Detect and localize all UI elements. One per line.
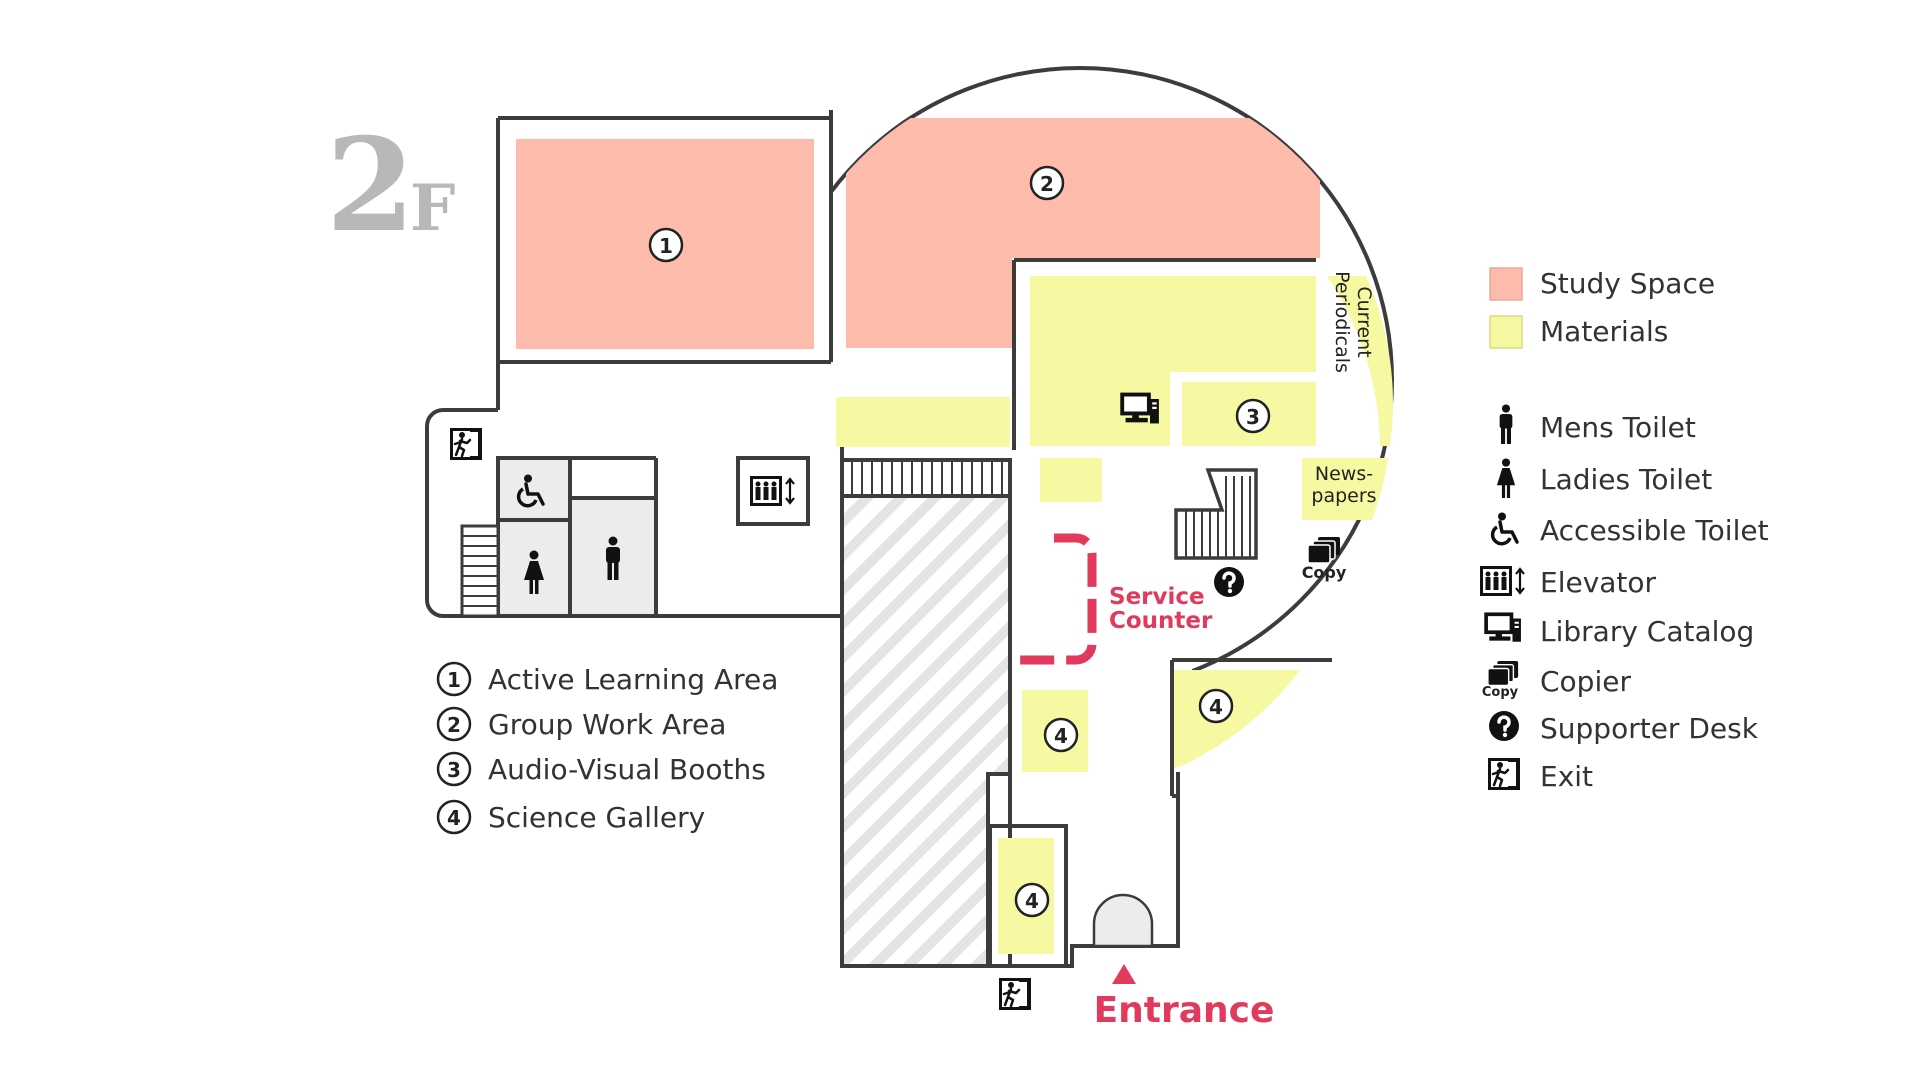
icon-legend-label: Library Catalog (1540, 615, 1754, 648)
study-space-swatch (1489, 267, 1523, 301)
stair-lines-top (851, 460, 1003, 496)
numbered-legend-label: Group Work Area (488, 708, 726, 741)
icon-legend-label: Exit (1540, 760, 1593, 793)
materials-swatch (1489, 315, 1523, 349)
svg-text:2: 2 (447, 713, 461, 737)
color-legend: Study Space Materials (1489, 267, 1715, 349)
icon-legend-label: Supporter Desk (1540, 712, 1759, 745)
science-gallery-right[interactable] (1172, 670, 1300, 770)
icon-legend-label: Ladies Toilet (1540, 463, 1712, 496)
svg-text:2: 2 (1040, 172, 1054, 196)
supporter-desk-icon (1213, 566, 1245, 598)
numbered-legend: 1 Active Learning Area 2 Group Work Area… (436, 661, 778, 835)
floor-label: 2 F (326, 111, 455, 261)
icon-legend-label: Mens Toilet (1540, 411, 1696, 444)
area-marker-3: 3 (1235, 398, 1271, 434)
newspapers-label-1: News- (1315, 463, 1373, 485)
mens-toilet-icon (1499, 404, 1513, 444)
area-marker-1: 1 (648, 227, 684, 263)
library-catalog-icon (1484, 612, 1522, 644)
area-marker-4-right: 4 (1198, 688, 1234, 724)
svg-text:4: 4 (1054, 724, 1068, 748)
svg-text:1: 1 (659, 234, 673, 258)
numbered-legend-label: Science Gallery (488, 801, 705, 834)
exit-icon-bottom (999, 978, 1031, 1010)
current-periodicals-label: Current Periodicals (1331, 271, 1375, 373)
materials-area-corridor[interactable] (836, 397, 1010, 447)
copy-label: Copy (1302, 563, 1347, 582)
materials-area-small[interactable] (1040, 458, 1102, 502)
service-counter-label-2: Counter (1109, 608, 1213, 634)
current-periodicals-shelf[interactable] (1327, 276, 1393, 446)
interior-walls (1012, 258, 1332, 798)
materials-label: Materials (1540, 315, 1668, 348)
copier-icon (1487, 660, 1519, 687)
service-counter[interactable] (1020, 533, 1097, 665)
svg-text:4: 4 (1025, 889, 1039, 913)
study-space-label: Study Space (1540, 267, 1715, 300)
ladies-toilet-icon (1496, 458, 1516, 498)
area-marker-4-bottom: 4 (1014, 882, 1050, 918)
floor-number: 2 (326, 111, 415, 261)
entrance-arrow (1112, 964, 1136, 984)
numbered-legend-item: 2 Group Work Area (436, 706, 726, 742)
exit-icon (1488, 758, 1520, 790)
elevator-icon (1480, 566, 1526, 596)
svg-text:3: 3 (447, 758, 461, 782)
copy-label-legend: Copy (1482, 685, 1519, 700)
svg-text:4: 4 (447, 806, 461, 830)
group-work-area[interactable] (846, 118, 1320, 348)
icon-legend: Mens Toilet Ladies Toilet Accessible Toi… (1480, 404, 1769, 793)
supporter-desk-icon (1488, 710, 1520, 742)
icon-legend-label: Accessible Toilet (1540, 514, 1769, 547)
svg-text:3: 3 (1246, 405, 1260, 429)
stairwell-void (840, 458, 1012, 968)
numbered-legend-item: 3 Audio-Visual Booths (436, 751, 766, 787)
floor-suffix: F (410, 171, 455, 246)
newspapers-label-2: papers (1311, 485, 1376, 507)
numbered-legend-label: Audio-Visual Booths (488, 753, 766, 786)
staircase-right (1174, 468, 1258, 560)
newspapers-shelf[interactable] (1302, 458, 1388, 520)
numbered-legend-label: Active Learning Area (488, 663, 778, 696)
svg-text:1: 1 (447, 668, 461, 692)
svg-text:4: 4 (1209, 695, 1223, 719)
numbered-legend-item: 1 Active Learning Area (436, 661, 778, 697)
service-counter-label-1: Service (1109, 584, 1205, 610)
icon-legend-label: Copier (1540, 665, 1631, 698)
area-marker-2: 2 (1029, 165, 1065, 201)
numbered-legend-item: 4 Science Gallery (436, 799, 705, 835)
icon-legend-label: Elevator (1540, 566, 1657, 599)
current-periodicals-label-1: Current (1353, 286, 1375, 357)
entrance-door (1092, 893, 1154, 948)
exit-icon (450, 428, 482, 460)
area-marker-4-middle: 4 (1043, 717, 1079, 753)
entrance-label: Entrance (1094, 990, 1275, 1031)
materials-area-main[interactable] (1030, 276, 1316, 372)
accessible-toilet-icon (1490, 512, 1519, 546)
current-periodicals-label-2: Periodicals (1331, 271, 1353, 373)
